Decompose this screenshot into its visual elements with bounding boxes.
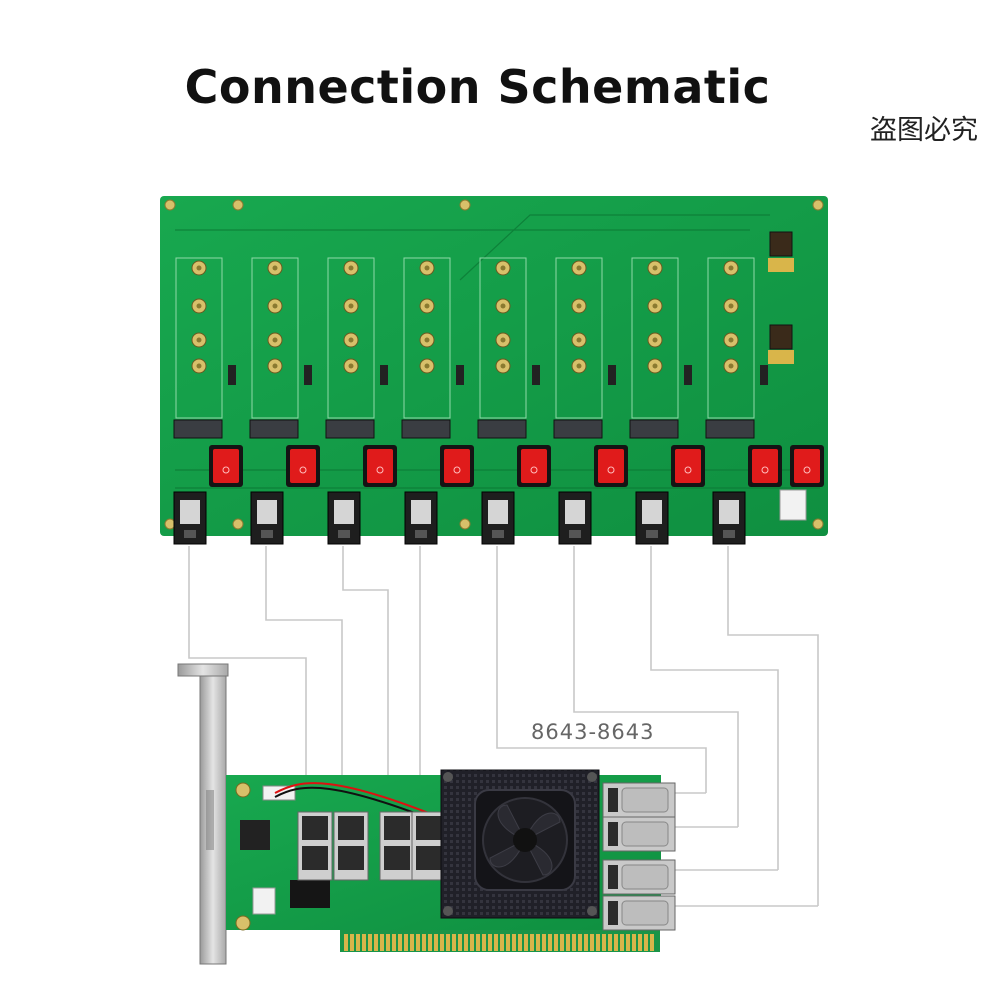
backplane-port — [404, 491, 438, 545]
switch-icon — [517, 445, 551, 487]
watermark-text: 盗图必究 — [870, 115, 978, 146]
card-top-port — [333, 811, 369, 881]
cable-label: 8643-8643 — [531, 720, 655, 744]
backplane-port — [481, 491, 515, 545]
cable-3 — [342, 546, 389, 815]
card-side-port — [602, 782, 676, 818]
page-title: Connection Schematic — [184, 60, 771, 114]
card-top-port — [411, 811, 447, 881]
m2-slot — [629, 257, 692, 439]
switch-icon — [440, 445, 474, 487]
backplane-port — [327, 491, 361, 545]
backplane-pcb — [160, 196, 828, 536]
card-side-ports — [602, 782, 676, 931]
m2-slot — [553, 257, 616, 439]
card-side-port — [602, 816, 676, 852]
pci-bracket — [177, 663, 229, 965]
card-top-port — [297, 811, 333, 881]
mounting-holes — [164, 199, 824, 530]
m2-slot — [401, 257, 464, 439]
backplane-port — [250, 491, 284, 545]
cable-5 — [496, 546, 707, 793]
card-side-port — [602, 859, 676, 895]
backplane-board — [160, 196, 828, 536]
m2-slot — [705, 257, 768, 439]
switch-icon — [209, 445, 243, 487]
switch-icon — [594, 445, 628, 487]
card-side-port — [602, 895, 676, 931]
m2-slots — [173, 257, 768, 439]
cable-7 — [650, 546, 779, 870]
power-module — [768, 231, 807, 521]
cable-8 — [727, 546, 819, 906]
m2-slot — [325, 257, 388, 439]
backplane-ports — [173, 491, 746, 545]
switch-icon — [286, 445, 320, 487]
fan-icon — [474, 789, 576, 891]
cable-6 — [573, 546, 739, 827]
gold-fingers — [340, 930, 660, 952]
m2-slot — [477, 257, 540, 439]
adapter-components — [235, 782, 471, 931]
backplane-port — [712, 491, 746, 545]
adapter-card — [177, 663, 676, 965]
switch-icon — [363, 445, 397, 487]
cables — [188, 546, 819, 907]
cable-1 — [188, 546, 307, 815]
switch-icon — [671, 445, 705, 487]
m2-slot — [249, 257, 312, 439]
card-top-ports — [297, 811, 447, 881]
m2-slot — [173, 257, 236, 439]
backplane-port — [558, 491, 592, 545]
switch-icon — [790, 445, 824, 487]
backplane-port — [173, 491, 207, 545]
power-switches — [209, 445, 824, 487]
card-top-port — [379, 811, 415, 881]
switch-icon — [748, 445, 782, 487]
cable-2 — [265, 546, 343, 815]
backplane-port — [635, 491, 669, 545]
